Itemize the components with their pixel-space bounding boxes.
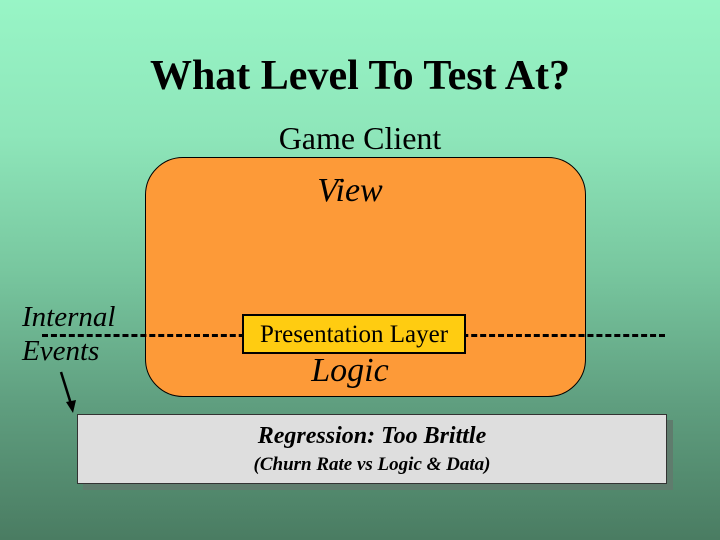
internal-events-line1: Internal bbox=[22, 301, 116, 333]
logic-label: Logic bbox=[311, 352, 389, 389]
slide-title: What Level To Test At? bbox=[149, 53, 571, 99]
game-client-label: Game Client bbox=[278, 120, 442, 156]
internal-events-label: Internal Events bbox=[22, 300, 115, 368]
regression-title: Regression: Too Brittle bbox=[257, 423, 487, 449]
presentation-layer-box: Presentation Layer bbox=[242, 314, 466, 354]
view-label: View bbox=[317, 172, 383, 209]
regression-subtitle: (Churn Rate vs Logic & Data) bbox=[253, 454, 491, 475]
regression-callout: Regression: Too Brittle (Churn Rate vs L… bbox=[77, 414, 667, 484]
game-client-box bbox=[145, 157, 586, 397]
internal-events-line2: Events bbox=[22, 335, 100, 367]
